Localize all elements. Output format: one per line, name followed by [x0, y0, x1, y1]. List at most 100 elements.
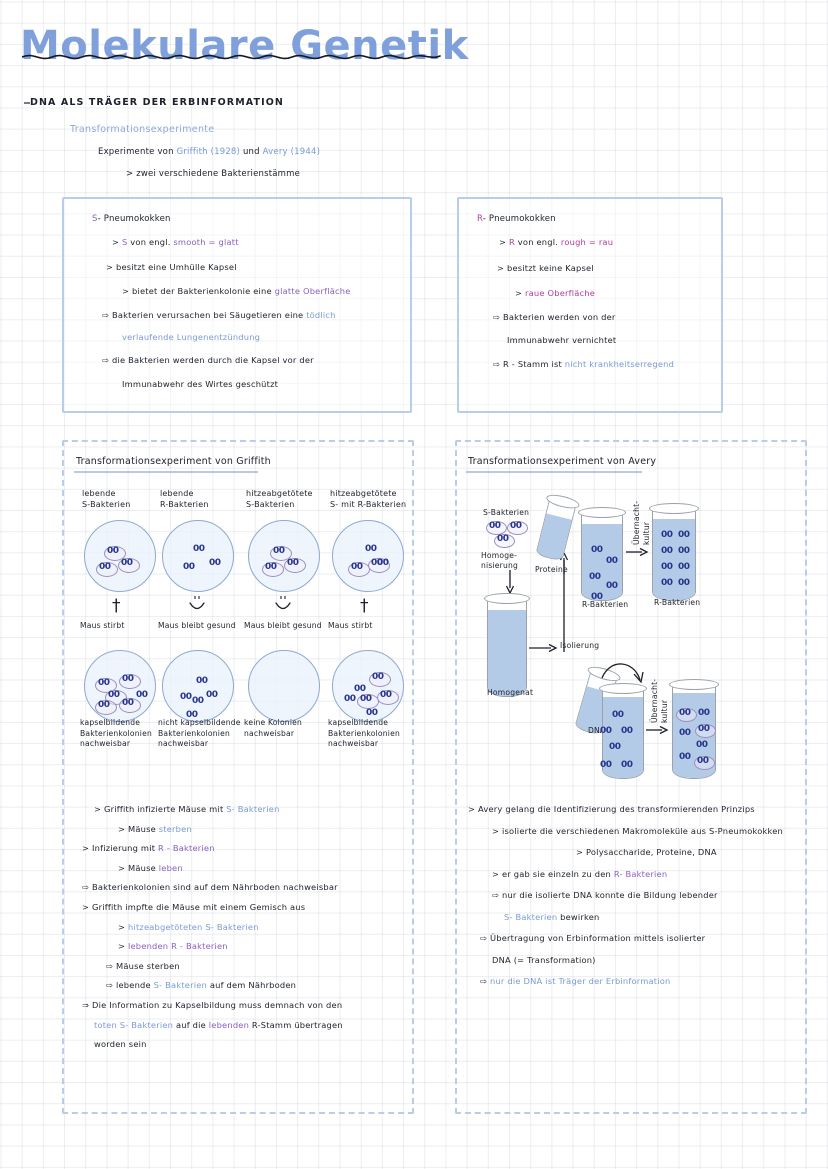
griffith-outcome-label: Maus bleibt gesund [158, 621, 236, 630]
bullet-marker: ⇨ [82, 882, 92, 893]
note-line: S- Bakterien bewirken [504, 912, 600, 922]
griffith-result-label: kapselbildende Bakterienkolonien nachwei… [80, 718, 152, 748]
bullet-marker: > [122, 286, 132, 296]
note-line: ⇨ R - Stamm ist nicht krankheitserregend [493, 359, 674, 369]
petri-dish-top [332, 520, 404, 592]
bullet-marker: > [576, 847, 586, 857]
bullet-marker: > [492, 825, 502, 836]
note-text-span: nur die DNA ist Träger der Erbinformatio… [490, 976, 671, 986]
griffith-outcome-label: Maus bleibt gesund [244, 621, 322, 630]
griffith-column-header: lebende S-Bakterien [82, 489, 131, 509]
capsule-ring [486, 521, 507, 535]
bullet-marker: > [118, 823, 128, 834]
note-text-span: Mäuse sterben [116, 960, 180, 971]
note-text-span: R - Stamm ist [503, 359, 565, 369]
bacteria-glyph: 00 [606, 556, 618, 566]
avery-label-r-bakterien-1: R-Bakterien [582, 600, 629, 609]
note-text-span: Bakterien verursachen bei Säugetieren ei… [112, 310, 307, 320]
bacteria-glyph: 00 [366, 708, 378, 718]
bacteria-glyph: 00 [661, 562, 673, 572]
note-text-span: auf dem Nährboden [206, 980, 297, 991]
capsule-ring [368, 558, 390, 573]
note-text-span: lebenden [208, 1019, 250, 1030]
page-title-block: Molekulare Genetik [20, 18, 468, 74]
bacteria-glyph: 00 [678, 578, 690, 588]
tube-homogenat [484, 593, 530, 697]
tube-r-bakterien-2 [649, 503, 699, 601]
note-line: Immunabwehr vernichtet [507, 335, 616, 345]
bacteria-glyph: 00 [372, 672, 384, 682]
bacteria-glyph: 00 [98, 678, 110, 688]
capsule-ring [494, 534, 515, 548]
note-line: > Griffith impfte die Mäuse mit einem Ge… [82, 902, 305, 912]
bacteria-glyph: 00 [351, 562, 363, 572]
bacteria-glyph: 00 [621, 726, 633, 736]
capsule-ring [695, 724, 716, 738]
bacteria-glyph: 00 [371, 558, 383, 568]
note-text-span: Mäuse [128, 823, 159, 834]
box-s-title-rest: - Pneumokokken [97, 214, 171, 224]
bacteria-glyph: 00 [696, 740, 708, 750]
griffith-column-header: hitzeabgetötete S- mit R-Bakterien [330, 489, 407, 509]
bullet-marker: > [94, 804, 104, 814]
note-line: > hitzeabgetöteten S- Bakterien [118, 922, 259, 932]
note-text-span: rough = rau [560, 237, 614, 247]
capsule-ring [270, 546, 292, 561]
bacteria-glyph: 00 [121, 558, 133, 568]
note-line: ⇨ nur die DNA ist Träger der Erbinformat… [480, 976, 671, 986]
bacteria-glyph: 00 [122, 698, 134, 708]
note-text-span: smooth = glatt [173, 237, 239, 247]
tube-rim [669, 679, 719, 690]
tube-body [652, 508, 696, 601]
note-text-span: bewirken [557, 911, 600, 922]
note-line: ⇨ nur die isolierte DNA konnte die Bildu… [492, 890, 718, 900]
avery-label-homogenisierung: Homoge- nisierung [481, 551, 519, 570]
bacteria-glyph: 00 [600, 726, 612, 736]
capsule-ring [507, 521, 528, 535]
bacteria-glyph: 00 [354, 684, 366, 694]
note-line: ⇨ Bakterienkolonien sind auf dem Nährbod… [82, 882, 338, 892]
griffith-column-header: hitzeabgetötete S-Bakterien [246, 489, 313, 509]
bacteria-glyph: 00 [697, 756, 709, 766]
bacteria-glyph: 00 [698, 708, 710, 718]
bacteria-glyph: 00 [377, 558, 389, 568]
bacteria-glyph: 00 [287, 558, 299, 568]
avery-label-s-bakterien: S-Bakterien [483, 508, 530, 517]
death-cross-icon: † [112, 596, 121, 616]
bullet-marker: > [118, 921, 128, 932]
note-line: verlaufende Lungenentzündung [122, 332, 260, 342]
bacteria-glyph: 00 [497, 534, 509, 544]
note-text-span: R - Bakterien [158, 843, 215, 854]
bullet-marker: > [82, 843, 92, 854]
bullet-marker: > [497, 263, 507, 273]
note-line: ⇨ Bakterien verursachen bei Säugetieren … [102, 310, 336, 320]
note-line: ⇒ Die Information zu Kapselbildung muss … [82, 1000, 342, 1010]
griffith-result-label: kapselbildende Bakterienkolonien nachwei… [328, 718, 400, 748]
note-text-span: Bakterienkolonien sind auf dem Nährboden… [92, 882, 338, 893]
note-line: DNA (= Transformation) [492, 955, 596, 965]
note-line: > bietet der Bakterienkolonie eine glatt… [122, 286, 351, 296]
note-line: > Avery gelang die Identifizierung des t… [468, 804, 755, 814]
bacteria-glyph: 00 [591, 545, 603, 555]
tube-liquid [582, 524, 622, 600]
bacteria-glyph: 00 [180, 692, 192, 702]
note-line: ⇨ lebende S- Bakterien auf dem Nährboden [106, 980, 296, 990]
note-text-span: sterben [158, 823, 192, 834]
bullet-marker: ⇨ [106, 960, 116, 971]
bacteria-glyph: 00 [192, 696, 204, 706]
bacteria-glyph: 00 [589, 572, 601, 582]
bacteria-glyph: 00 [489, 521, 501, 531]
note-text-span: Immunabwehr vernichtet [507, 335, 617, 345]
griffith-result-label: nicht kapselbildende Bakterienkolonien n… [158, 718, 241, 748]
bullet-marker: > [118, 862, 128, 873]
bacteria-glyph: 00 [678, 546, 690, 556]
bacteria-glyph: 00 [206, 690, 218, 700]
note-text-span: die Bakterien werden durch die Kapsel vo… [112, 355, 314, 365]
note-text-span: S- Bakterien [153, 980, 207, 991]
bullet-marker: > [106, 262, 116, 272]
intro-line-1-d: Avery (1944) [262, 147, 321, 157]
bullet-marker: ⇨ [102, 355, 112, 365]
note-line: > Mäuse leben [118, 863, 183, 873]
bacteria-glyph: 00 [678, 562, 690, 572]
